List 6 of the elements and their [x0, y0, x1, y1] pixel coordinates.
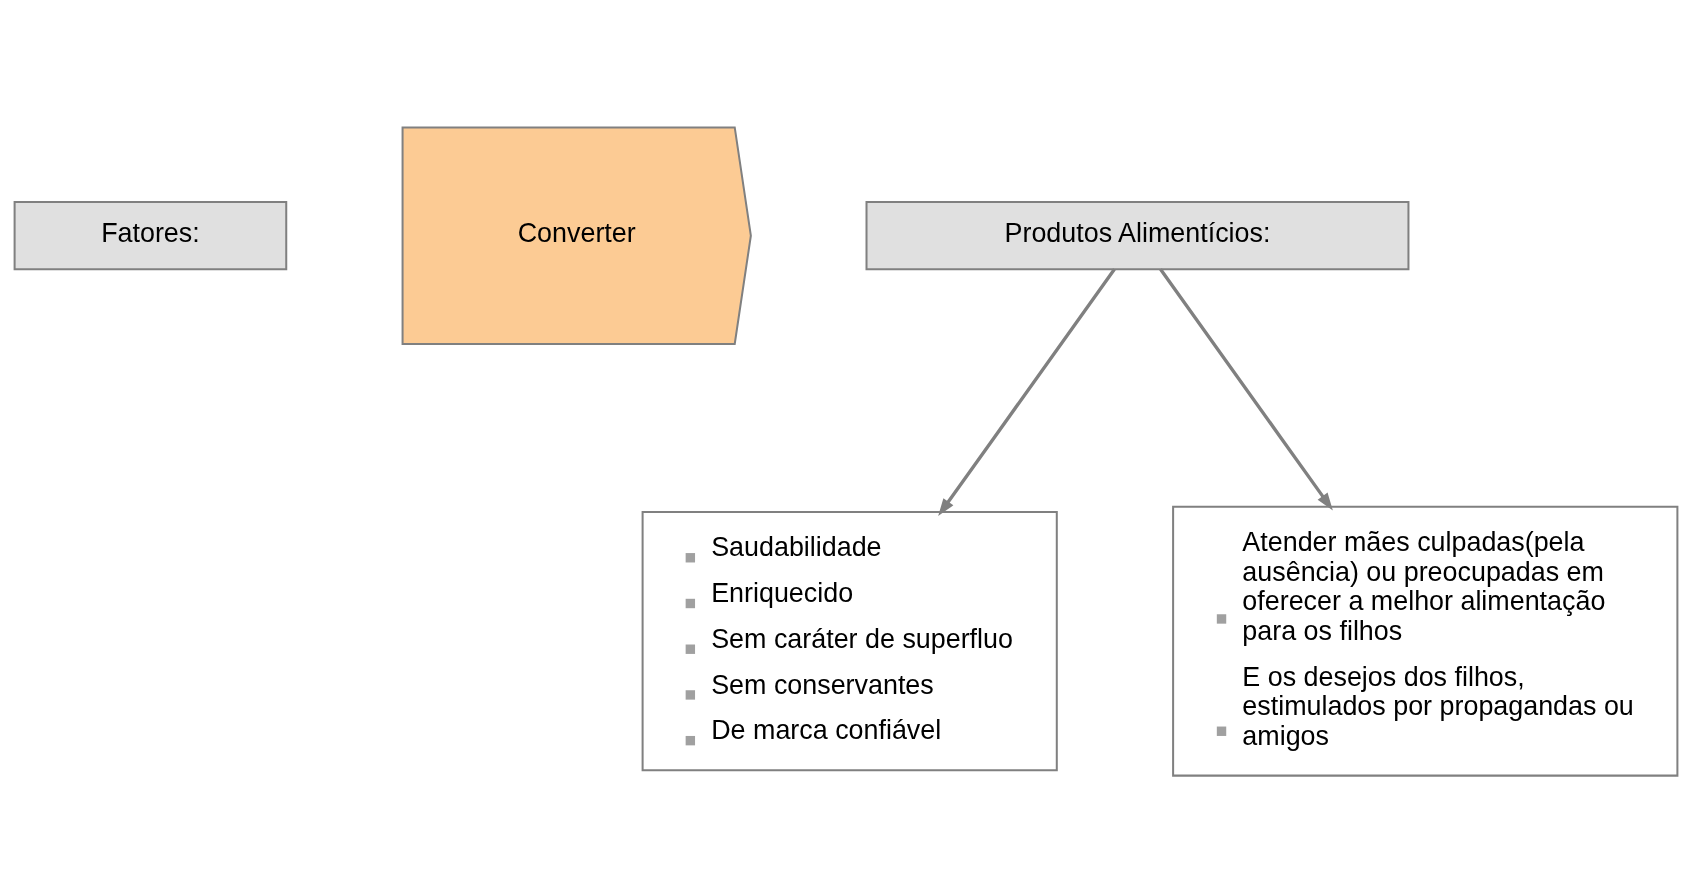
- node-box: Fatores:: [13, 201, 287, 271]
- node-box: Atender mães culpadas(pela ausência) ou preocupadas em oferecer a melhor alimentação para os filhos E os desejos dos filhos, estimulados por propagandas ou amigos: [1171, 505, 1678, 777]
- arrow: [1158, 268, 1333, 511]
- node-box: Saudabilidade Enriquecido Sem caráter de superfluo Sem conservantes De marca confiável: [641, 511, 1058, 772]
- arrow: [937, 268, 1116, 516]
- node-box: Produtos Alimentícios:: [865, 201, 1409, 271]
